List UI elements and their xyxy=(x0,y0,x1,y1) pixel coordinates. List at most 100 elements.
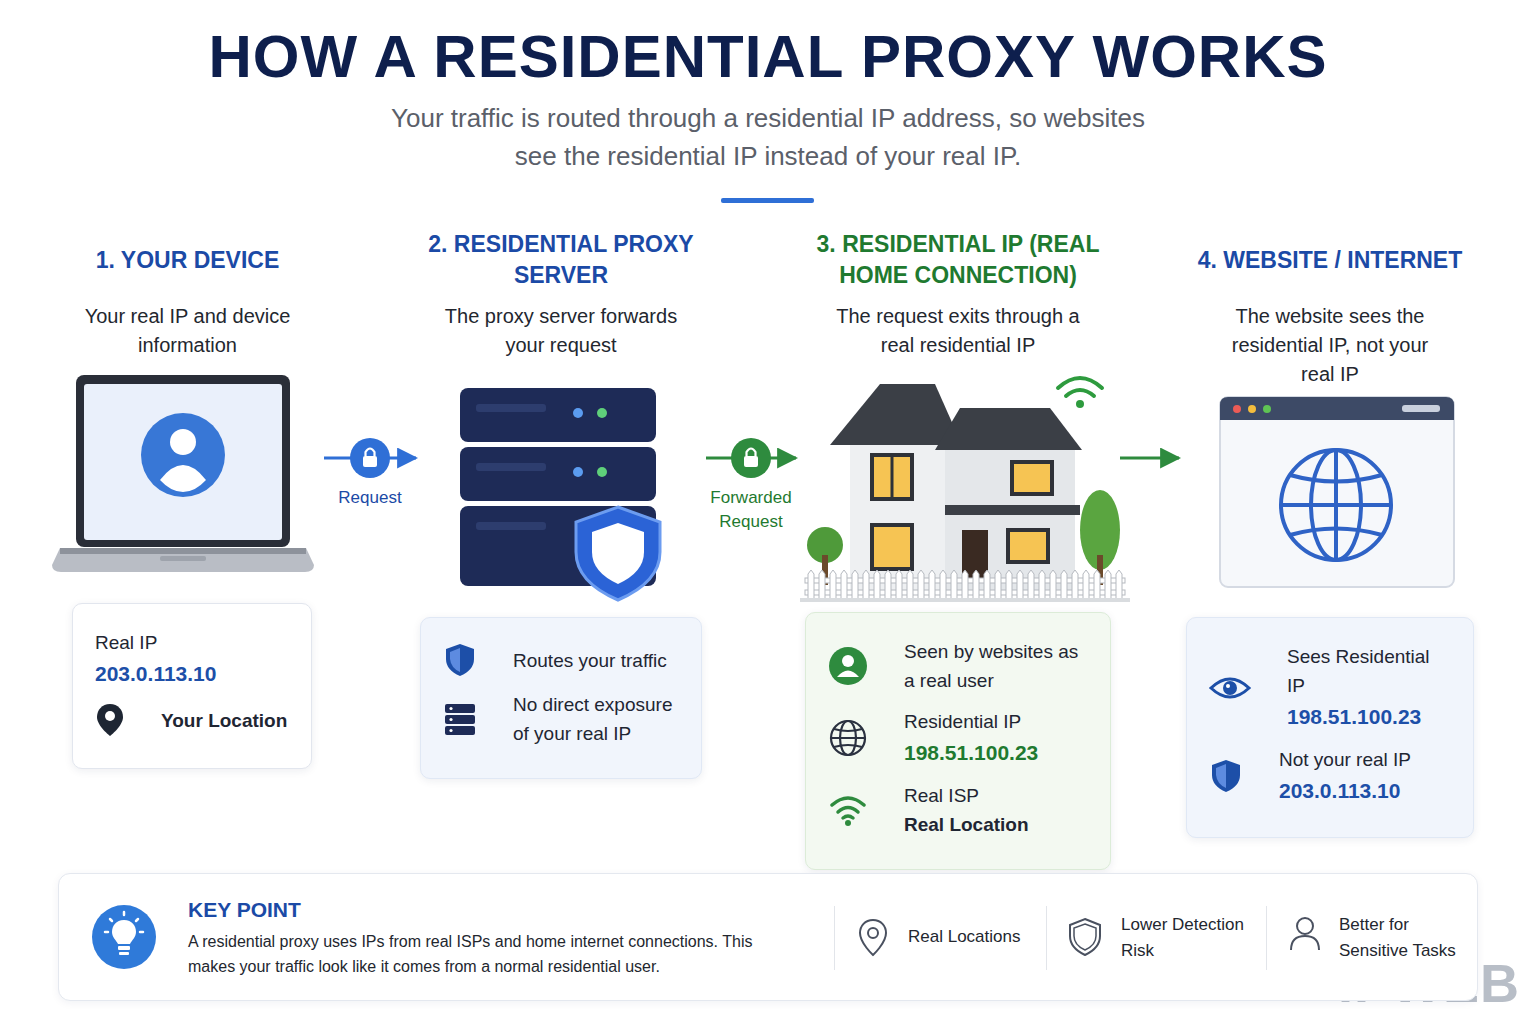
key-heading-wrap: KEY POINT xyxy=(188,898,828,922)
key-body-wrap: A residential proxy uses IPs from real I… xyxy=(188,929,773,979)
device-column: 1. YOUR DEVICE Your real IP and device in… xyxy=(55,228,320,868)
server-illustration xyxy=(460,388,660,600)
info-text: Your Location xyxy=(161,706,287,735)
device-info-card: Real IP203.0.113.10Your Location xyxy=(72,603,312,769)
fence-post xyxy=(984,570,990,600)
heading-wrap: 4. WEBSITE / INTERNET xyxy=(1198,228,1463,292)
fence-post xyxy=(874,570,880,600)
fence-post xyxy=(995,570,1001,600)
fence-post xyxy=(1017,570,1023,600)
fence-post xyxy=(885,570,891,600)
divider xyxy=(834,906,835,970)
info-text-group: Real IP203.0.113.10 xyxy=(95,628,216,690)
info-row: Sees Residential IP198.51.100.23 xyxy=(1209,642,1451,733)
column-description: The website sees the residential IP, not… xyxy=(1215,302,1445,389)
pin-icon xyxy=(95,702,143,738)
eye-icon-svg xyxy=(1209,673,1251,703)
info-text-group: Seen by websites as a real user xyxy=(904,637,1088,695)
fence-post xyxy=(1094,570,1100,600)
fence-post xyxy=(896,570,902,600)
column-header: 1. YOUR DEVICE Your real IP and device in… xyxy=(55,228,320,360)
info-text: 203.0.113.10 xyxy=(95,657,216,690)
title-text: HOW A RESIDENTIAL PROXY WORKS xyxy=(0,22,1536,91)
feature-icon-svg xyxy=(1067,917,1103,957)
column-header: 4. WEBSITE / INTERNET The website sees th… xyxy=(1183,228,1477,389)
bulb-icon-wrap xyxy=(91,904,157,970)
subtitle-wrap: Your traffic is routed through a residen… xyxy=(378,99,1158,175)
column-description: The request exits through a real residen… xyxy=(833,302,1083,360)
feature-icon-wrap xyxy=(1067,917,1107,957)
fence-post xyxy=(1050,570,1056,600)
divider xyxy=(1266,906,1267,970)
shield-icon-svg xyxy=(1209,758,1243,794)
bulb-icon-svg xyxy=(91,904,157,970)
lock-icon xyxy=(350,438,390,478)
title-wrap: HOW A RESIDENTIAL PROXY WORKS xyxy=(0,22,1536,91)
feature-text-wrap: Real Locations xyxy=(908,924,1058,950)
proxy-info-card: Routes your traffic No direct exposure of… xyxy=(420,617,702,779)
column-header: 3. RESIDENTIAL IP (REAL HOME CONNECTION)… xyxy=(800,228,1116,360)
shield-icon-svg xyxy=(443,642,477,678)
info-row: Real ISPReal Location xyxy=(828,781,1088,839)
info-row: Real IP203.0.113.10 xyxy=(95,628,289,690)
column-heading: 4. WEBSITE / INTERNET xyxy=(1198,245,1463,276)
column-heading: 1. YOUR DEVICE xyxy=(96,245,280,276)
fence-post xyxy=(1072,570,1078,600)
stack-icon-svg xyxy=(443,701,477,737)
column-heading: 3. RESIDENTIAL IP (REAL HOME CONNECTION) xyxy=(800,229,1116,291)
website-info-card: Sees Residential IP198.51.100.23Not your… xyxy=(1186,617,1474,838)
column-heading: 2. RESIDENTIAL PROXY SERVER xyxy=(420,229,702,291)
column-description: The proxy server forwards your request xyxy=(436,302,686,360)
wifi-icon xyxy=(828,792,886,828)
info-row: Your Location xyxy=(95,702,289,738)
info-text-group: Routes your traffic xyxy=(513,646,667,675)
residential-info-card: Seen by websites as a real userResidenti… xyxy=(805,612,1111,870)
info-text: Not your real IP xyxy=(1279,745,1411,774)
info-text: 203.0.113.10 xyxy=(1279,774,1411,807)
fence-post xyxy=(1028,570,1034,600)
info-text: Real ISP xyxy=(904,781,1029,810)
fence-post xyxy=(1116,570,1122,600)
fence-post xyxy=(951,570,957,600)
fence-post xyxy=(918,570,924,600)
feature-icon xyxy=(1067,917,1089,957)
fence-post xyxy=(1061,570,1067,600)
globe-icon-svg xyxy=(828,718,868,758)
feature-text-wrap: Lower Detection Risk xyxy=(1121,912,1253,964)
edge-label: Request xyxy=(336,486,403,510)
feature-icon xyxy=(857,918,879,958)
feature-text: Real Locations xyxy=(908,924,1058,950)
column-header: 2. RESIDENTIAL PROXY SERVER The proxy ser… xyxy=(420,228,702,360)
pin-icon-svg xyxy=(95,702,125,738)
fence-post xyxy=(808,570,814,600)
globe-icon xyxy=(828,718,886,758)
info-text-group: No direct exposure of your real IP xyxy=(513,690,679,748)
laptop-illustration xyxy=(52,375,314,572)
info-row: Seen by websites as a real user xyxy=(828,637,1088,695)
info-row: Not your real IP203.0.113.10 xyxy=(1209,745,1451,807)
browser-illustration xyxy=(1220,397,1454,587)
website-column: 4. WEBSITE / INTERNET The website sees th… xyxy=(1183,228,1477,868)
info-row: Routes your traffic xyxy=(443,642,679,678)
fence-post xyxy=(841,570,847,600)
stack-icon xyxy=(443,701,495,737)
key-point-box: KEY POINT A residential proxy uses IPs fr… xyxy=(58,873,1478,1001)
fence-post xyxy=(962,570,968,600)
info-row: No direct exposure of your real IP xyxy=(443,690,679,748)
subtitle-text: Your traffic is routed through a residen… xyxy=(378,99,1158,175)
user-icon-svg xyxy=(828,646,868,686)
column-description: Your real IP and device information xyxy=(63,302,313,360)
info-text-group: Sees Residential IP198.51.100.23 xyxy=(1287,642,1451,733)
feature-icon-svg xyxy=(1287,914,1323,954)
bulb-icon xyxy=(91,904,139,970)
eye-icon xyxy=(1209,673,1269,703)
house-illustration xyxy=(800,378,1130,602)
info-text: 198.51.100.23 xyxy=(904,736,1038,769)
wifi-symbol xyxy=(1058,378,1102,396)
key-heading: KEY POINT xyxy=(188,898,828,922)
feature-icon-svg xyxy=(857,918,889,958)
info-text-group: Not your real IP203.0.113.10 xyxy=(1279,745,1411,807)
fence-post xyxy=(830,570,836,600)
feature-icon xyxy=(1287,914,1309,954)
flow-arrow xyxy=(1120,457,1179,460)
